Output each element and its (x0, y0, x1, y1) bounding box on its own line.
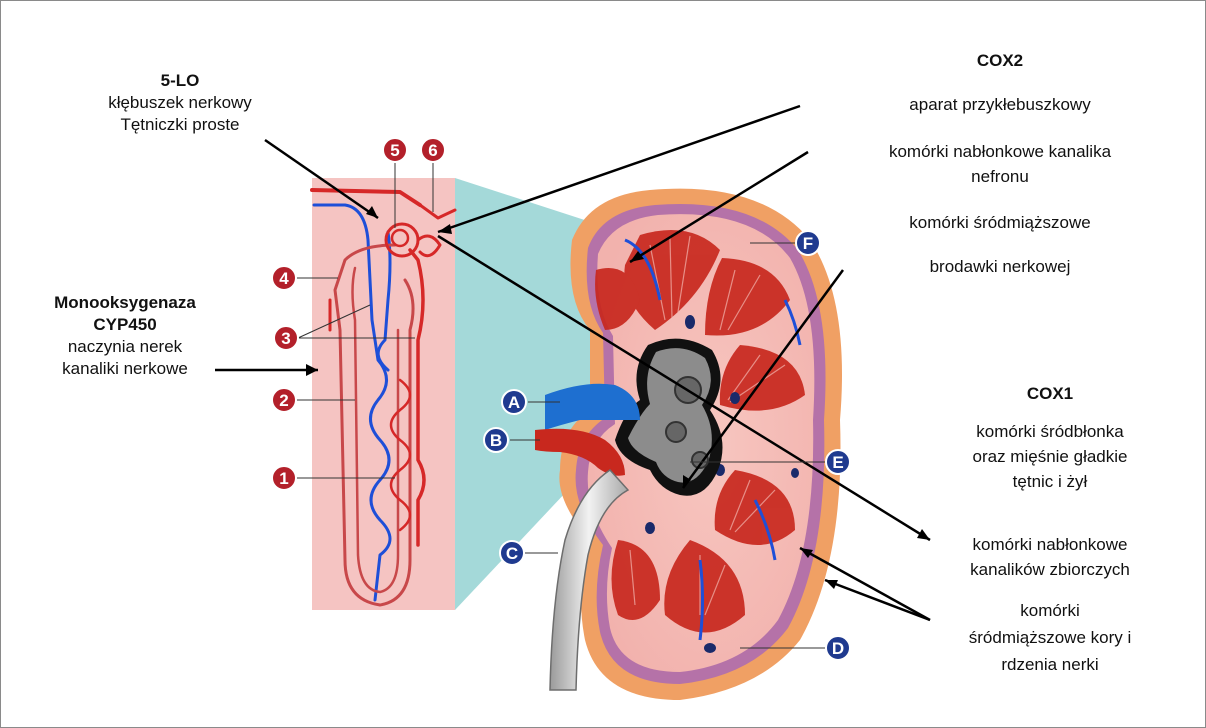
marker-2: 2 (272, 388, 296, 412)
cyp450-line-2: kanaliki nerkowe (20, 358, 230, 380)
interstitial-line-1: komórki (930, 597, 1170, 624)
cox1-line-2: oraz mięśnie gładkie (930, 444, 1170, 469)
cyp450-title-1: Monooksygenaza (20, 292, 230, 314)
svg-text:5: 5 (390, 141, 399, 160)
kidney (535, 189, 842, 700)
interstitial-line-2: śródmiąższowe kory i (930, 624, 1170, 651)
cox2-item-2: komórki nabłonkowe kanalika (840, 141, 1160, 163)
cox1-label-group: COX1 komórki śródbłonka oraz mięśnie gła… (930, 383, 1170, 494)
cox2-title: COX2 (880, 50, 1120, 72)
svg-text:D: D (832, 639, 844, 658)
collecting-label-group: komórki nabłonkowe kanalików zbiorczych (930, 532, 1170, 582)
cox2-item-3b: brodawki nerkowej (840, 256, 1160, 278)
marker-f: F (796, 231, 820, 255)
collecting-line-2: kanalików zbiorczych (930, 557, 1170, 582)
svg-text:2: 2 (279, 391, 288, 410)
svg-text:1: 1 (279, 469, 288, 488)
cox1-line-1: komórki śródbłonka (930, 419, 1170, 444)
svg-text:A: A (508, 393, 520, 412)
cox1-title: COX1 (930, 383, 1170, 405)
lo5-title: 5-LO (70, 70, 290, 92)
cyp450-title-2: CYP450 (20, 314, 230, 336)
marker-5: 5 (383, 138, 407, 162)
collecting-line-1: komórki nabłonkowe (930, 532, 1170, 557)
cox2-item-2b: nefronu (840, 166, 1160, 188)
marker-a: A (502, 390, 526, 414)
lo5-line-1: kłębuszek nerkowy (70, 92, 290, 114)
svg-text:6: 6 (428, 141, 437, 160)
marker-3: 3 (274, 326, 298, 350)
svg-text:B: B (490, 431, 502, 450)
svg-text:3: 3 (281, 329, 290, 348)
cox2-item-3: komórki śródmiąższowe (840, 212, 1160, 234)
svg-text:E: E (832, 453, 843, 472)
lo5-label-group: 5-LO kłębuszek nerkowy Tętniczki proste (70, 70, 290, 136)
marker-1: 1 (272, 466, 296, 490)
lo5-line-2: Tętniczki proste (70, 114, 290, 136)
svg-text:4: 4 (279, 269, 289, 288)
cox1-line-3: tętnic i żył (930, 469, 1170, 494)
marker-c: C (500, 541, 524, 565)
marker-4: 4 (272, 266, 296, 290)
interstitial-line-3: rdzenia nerki (930, 651, 1170, 678)
cox2-item-1: aparat przykłebuszkowy (840, 94, 1160, 116)
marker-e: E (826, 450, 850, 474)
cyp450-line-1: naczynia nerek (20, 336, 230, 358)
svg-text:C: C (506, 544, 518, 563)
marker-d: D (826, 636, 850, 660)
interstitial-label-group: komórki śródmiąższowe kory i rdzenia ner… (930, 597, 1170, 678)
marker-b: B (484, 428, 508, 452)
svg-text:F: F (803, 234, 813, 253)
cyp450-label-group: Monooksygenaza CYP450 naczynia nerek kan… (20, 292, 230, 380)
marker-6: 6 (421, 138, 445, 162)
